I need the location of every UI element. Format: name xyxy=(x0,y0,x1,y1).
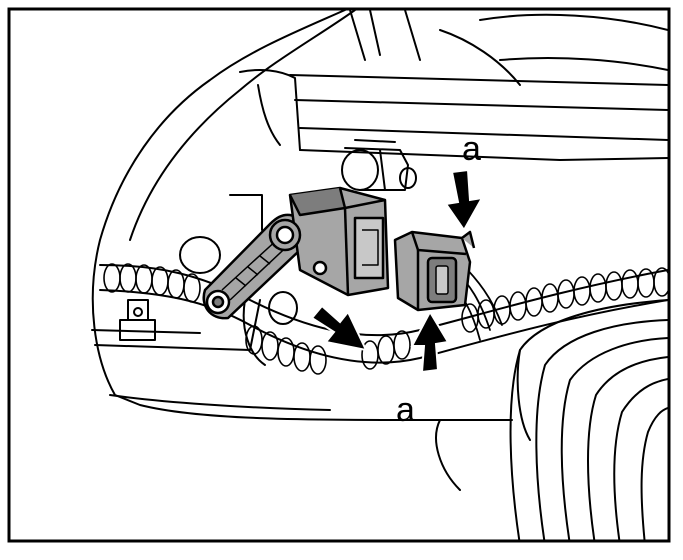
electrical-plug-connector xyxy=(393,230,476,312)
body-panel-outline xyxy=(91,10,441,421)
wiring-harness-conduit xyxy=(99,263,668,375)
background-structure xyxy=(119,194,298,366)
push-arrow-top xyxy=(444,168,484,232)
callout-label-a-top: a xyxy=(462,130,481,168)
mounting-bracket xyxy=(341,139,417,191)
push-arrow-bottom xyxy=(410,309,450,374)
cross-member-beam xyxy=(239,10,668,161)
air-spring-bellows xyxy=(435,299,668,540)
callout-label-a-bottom: a xyxy=(396,391,415,429)
level-sensor-body xyxy=(268,186,390,297)
pull-arrow-right xyxy=(310,304,368,352)
